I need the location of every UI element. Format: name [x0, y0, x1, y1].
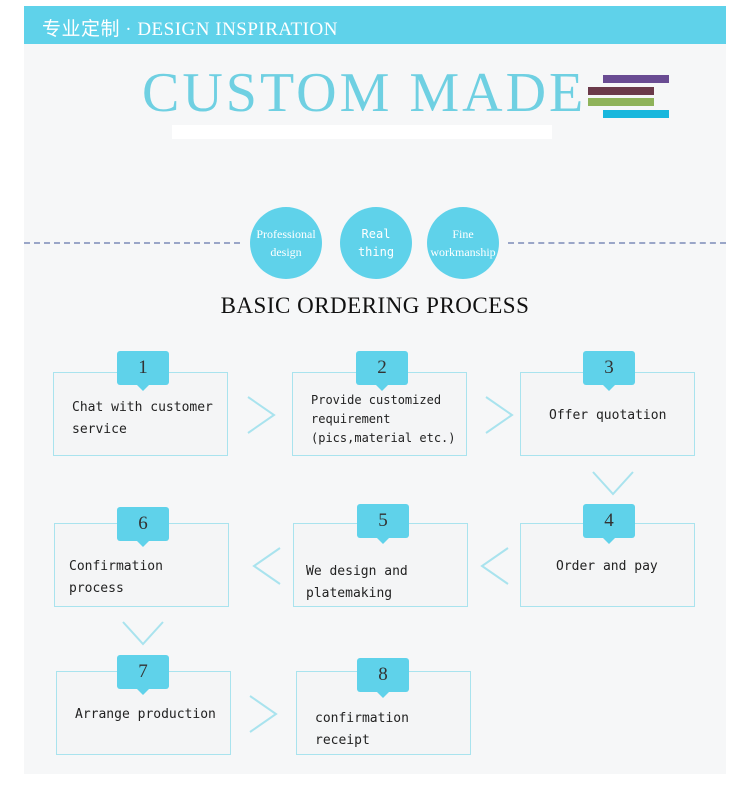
chevron-right-icon — [482, 395, 516, 435]
feature-fine-workmanship: Fine workmanship — [427, 207, 499, 279]
step-number-badge: 1 — [117, 351, 169, 391]
chevron-down-icon — [121, 618, 165, 646]
step-label: Provide customized requirement (pics,mat… — [311, 393, 456, 445]
step-number-badge: 2 — [356, 351, 408, 391]
step-number-badge: 7 — [117, 655, 169, 695]
chevron-right-icon — [244, 395, 278, 435]
stripe-purple — [603, 75, 669, 83]
banner-text: 专业定制 · DESIGN INSPIRATION — [42, 19, 338, 40]
step-label: Arrange production — [75, 707, 216, 722]
chevron-left-icon — [478, 546, 512, 586]
stripe-blue — [603, 110, 669, 118]
step-number-badge: 5 — [357, 504, 409, 544]
page-title: CUSTOM MADE — [142, 62, 587, 124]
step-label: Order and pay — [556, 559, 658, 574]
step-number-badge: 6 — [117, 507, 169, 547]
step-label: Chat with customer service — [72, 400, 213, 437]
stripe-green — [588, 98, 654, 106]
chevron-left-icon — [250, 546, 284, 586]
step-label: We design and platemaking — [306, 564, 408, 601]
step-label: Confirmation process — [69, 559, 163, 596]
divider-left — [24, 242, 240, 244]
title-underline — [172, 125, 552, 139]
stripe-maroon — [588, 87, 654, 95]
step-number-badge: 4 — [583, 504, 635, 544]
process-heading: BASIC ORDERING PROCESS — [220, 293, 530, 318]
step-number-badge: 8 — [357, 658, 409, 698]
header-banner: 专业定制 · DESIGN INSPIRATION — [24, 6, 726, 44]
step-label: confirmation receipt — [315, 711, 409, 748]
step-box-4: Order and pay — [520, 523, 695, 607]
chevron-down-icon — [591, 468, 635, 496]
chevron-right-icon — [246, 694, 280, 734]
feature-professional-design: Professional design — [250, 207, 322, 279]
feature-real-thing: Real thing — [340, 207, 412, 279]
step-label: Offer quotation — [549, 408, 667, 423]
divider-right — [508, 242, 726, 244]
step-number-badge: 3 — [583, 351, 635, 391]
